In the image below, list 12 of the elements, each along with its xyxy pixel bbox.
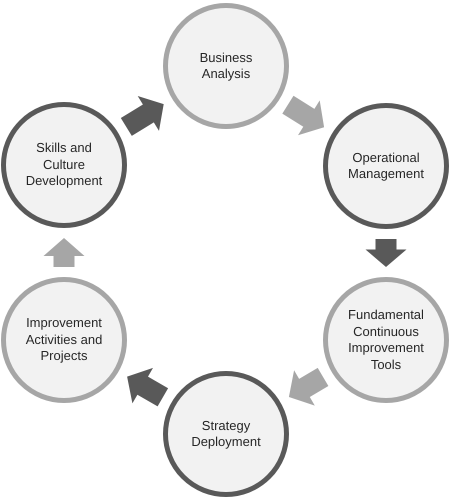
stage-label: Fundamental Continuous Improvement Tools [347,307,425,373]
stage-label: Operational Management [347,150,425,182]
stage-label: Business Analysis [198,50,254,82]
stage-label: Skills and Culture Development [24,140,104,190]
block-arrow [282,96,324,136]
stage-label: Improvement Activities and Projects [24,315,104,365]
block-arrow [288,368,328,406]
block-arrow [120,96,164,136]
stage-label: Strategy Deployment [190,418,262,450]
block-arrow [44,238,84,267]
block-arrow [366,239,406,267]
block-arrow [127,368,168,406]
